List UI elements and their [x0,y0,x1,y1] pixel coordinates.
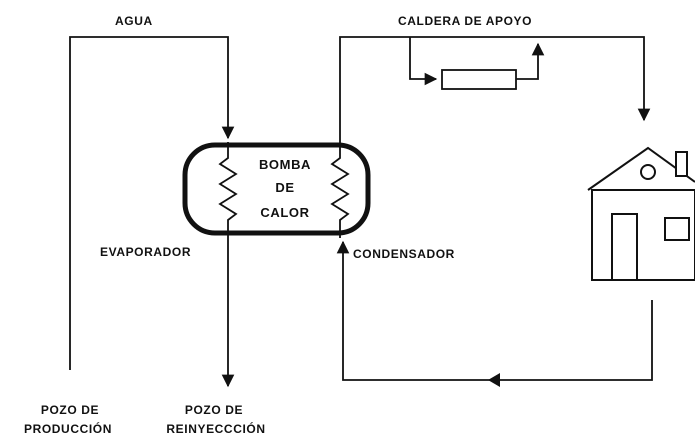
production-well-label-line1: POZO DE [41,403,99,417]
production-well-pipe [69,36,235,370]
condenser-label: CONDENSADOR [353,247,455,261]
reinjection-well-label-line2: REINYECCCIÓN [166,421,265,436]
backup-boiler-label: CALDERA DE APOYO [398,14,532,28]
return-flow-arrow [488,373,500,387]
condenser-coil [330,142,350,238]
water-label: AGUA [115,14,153,28]
house-window [664,217,690,241]
boiler-inlet-pipe [409,37,438,86]
evaporator-coil [218,142,238,238]
heat-pump-icon: BOMBA DE CALOR [182,142,371,238]
house-door [611,213,638,281]
boiler-icon [409,37,545,90]
production-well-label-line2: PRODUCCIÓN [24,421,112,436]
heat-pump-label-line3: CALOR [260,205,309,220]
reinjection-well-label-line1: POZO DE [185,403,243,417]
supply-pipe [339,36,651,142]
evaporator-label: EVAPORADOR [100,245,191,259]
heat-pump-label-line1: BOMBA [259,157,311,172]
house-icon [587,146,695,281]
boiler-body [441,69,517,90]
boiler-outlet-pipe [516,42,545,80]
heat-pump-label-line2: DE [275,180,294,195]
